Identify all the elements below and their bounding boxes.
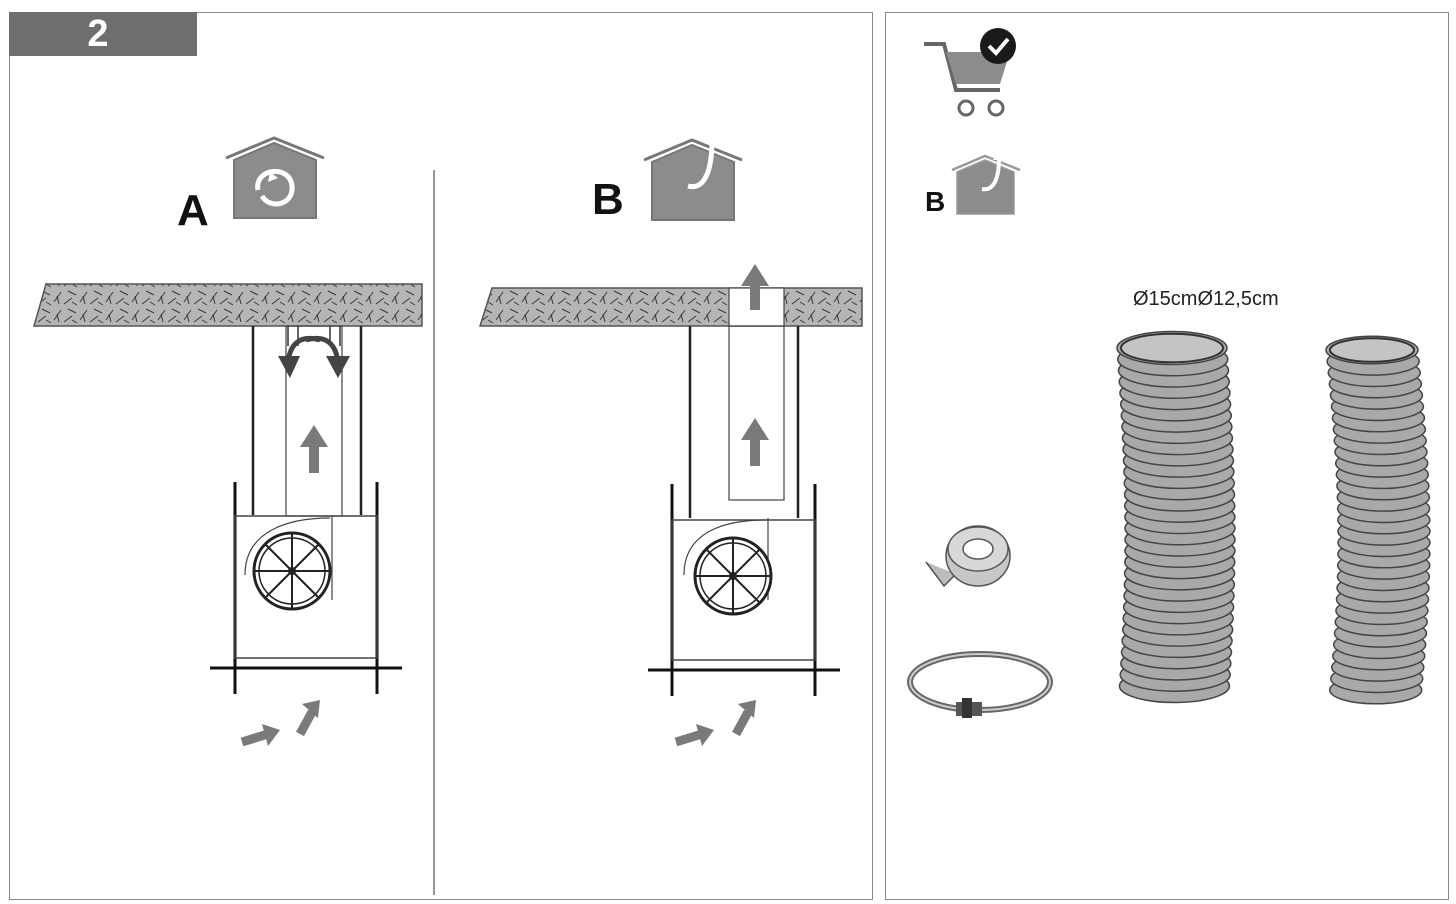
flexible-duct-150-icon [1116, 330, 1236, 704]
up-arrow-icon [741, 418, 769, 466]
fan-wheel-icon [693, 536, 773, 616]
chimney-duct-b [688, 325, 800, 518]
house-extraction-icon [951, 150, 1021, 215]
exhaust-arrow-icon [741, 264, 769, 310]
hood-body-a [210, 482, 402, 694]
accessory-option-label: B [925, 186, 946, 217]
deflector-arrows-icon [278, 336, 350, 378]
chimney-duct-a [251, 325, 363, 517]
fan-wheel-icon [252, 531, 332, 611]
ceiling-slab-b [478, 287, 863, 327]
ceiling-slab-a [33, 283, 423, 327]
house-recirculation-icon [225, 136, 325, 219]
air-intake-arrows-icon [240, 700, 320, 747]
air-intake-arrows-icon [674, 700, 756, 747]
option-a-label: A [177, 186, 209, 235]
duct-tape-icon [925, 525, 1011, 588]
option-b-label: B [592, 175, 624, 224]
step-number-tab: 2 [9, 12, 197, 56]
house-extraction-icon [643, 128, 743, 221]
flexible-duct-125-icon [1325, 335, 1431, 705]
hose-clamp-icon [907, 651, 1053, 718]
up-arrow-icon [300, 425, 328, 473]
cart-check-icon [924, 28, 1016, 117]
duct-diameter-label: Ø15cmØ12,5cm [1133, 288, 1279, 310]
